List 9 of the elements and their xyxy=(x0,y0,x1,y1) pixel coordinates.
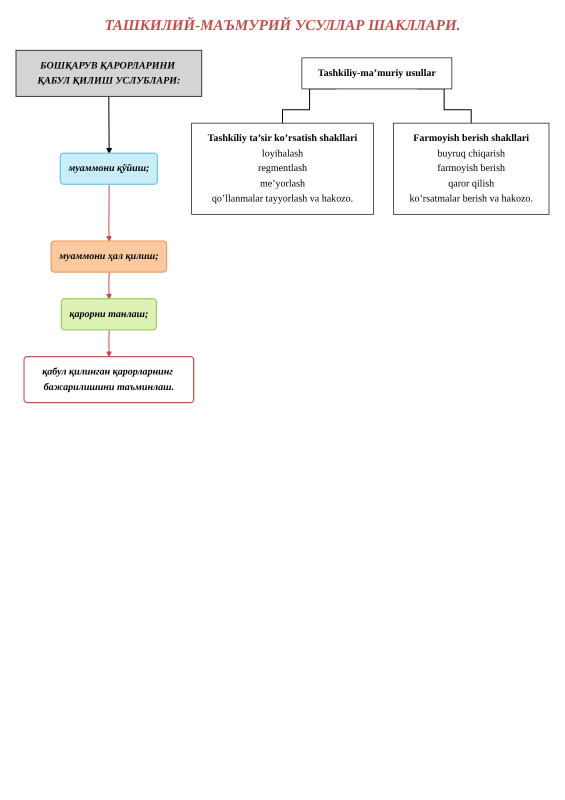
node-box: БОШҚАРУВ ҚАРОРЛАРИНИ ҚАБУЛ ҚИЛИШ УСЛУБЛАРИ: xyxy=(16,50,202,97)
section-heading: ТАШКИЛИЙ-МАЪМУРИЙ УСУЛЛАР ШАКЛЛАРИ. xyxy=(104,18,460,35)
arrow xyxy=(106,184,112,242)
node-box: Farmoyish berish shakllari buyruq chiqarish farmoyish berish qaror qilish ko’rsatmalar berish va hakozo. xyxy=(393,122,550,215)
node-box: Tashkiliy ta’sir ko’rsatish shakllari loyihalash regmentlash me’yorlash qo’llanmalar tayyorlash va hakozo. xyxy=(191,122,374,215)
arrow xyxy=(106,272,112,300)
node-box: Tashkiliy-ma’muriy usullar xyxy=(302,58,452,90)
arrow xyxy=(106,96,112,154)
arrow xyxy=(106,330,112,358)
